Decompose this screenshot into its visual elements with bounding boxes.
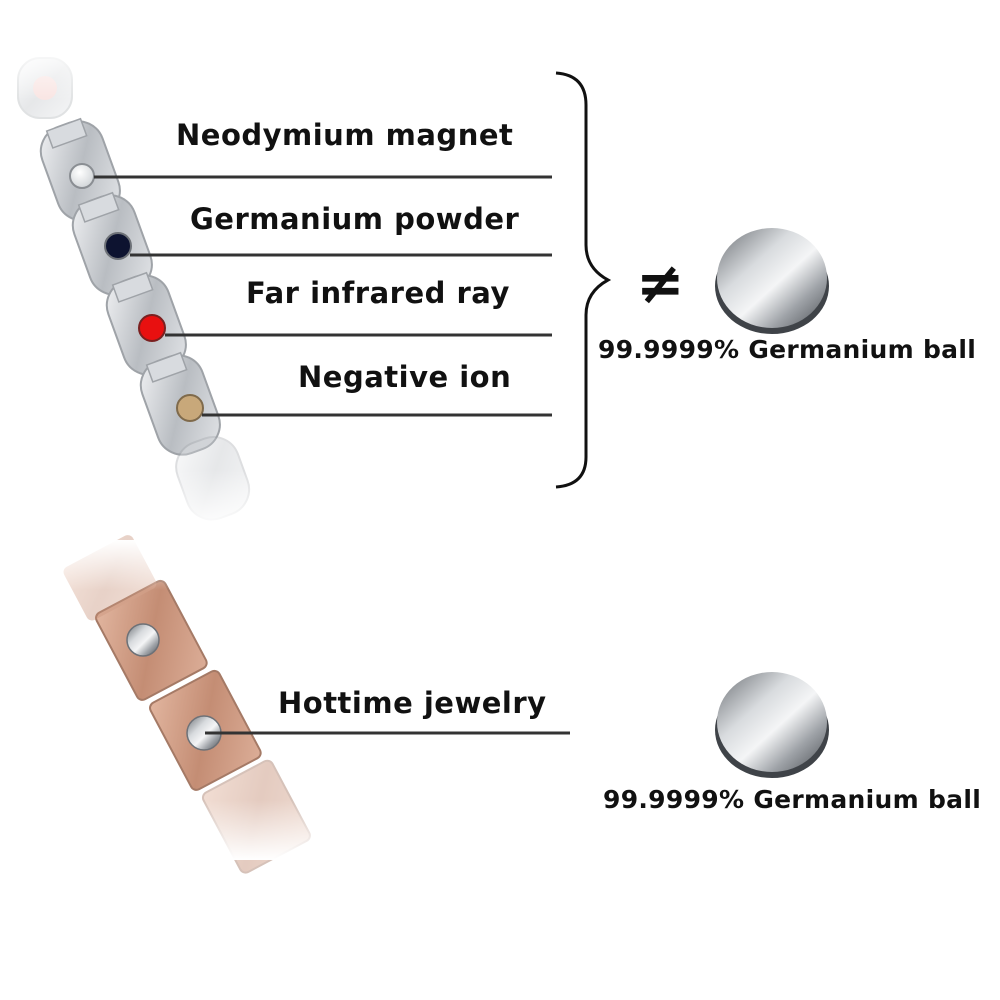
gold-stone-icon — [176, 394, 204, 422]
silver-bracelet — [0, 40, 280, 530]
black-stone-icon — [104, 232, 132, 260]
clear-stone-icon — [69, 163, 95, 189]
rose-gold-bracelet — [50, 535, 330, 874]
label-far-infrared-ray: Far infrared ray — [246, 276, 510, 310]
top-ball-caption: 99.9999% Germanium ball — [598, 335, 977, 364]
label-neodymium-magnet: Neodymium magnet — [176, 118, 514, 152]
bottom-ball-caption: 99.9999% Germanium ball — [603, 785, 982, 814]
curly-brace — [555, 71, 612, 489]
silver-stone-icon — [126, 623, 160, 657]
germanium-disc-icon — [715, 228, 829, 334]
label-negative-ion: Negative ion — [298, 360, 512, 394]
germanium-disc-icon — [715, 672, 829, 778]
red-stone-icon — [138, 314, 166, 342]
label-hottime-jewelry: Hottime jewelry — [278, 686, 547, 720]
label-germanium-powder: Germanium powder — [190, 202, 520, 236]
not-equal-symbol: ≠ — [636, 249, 685, 317]
